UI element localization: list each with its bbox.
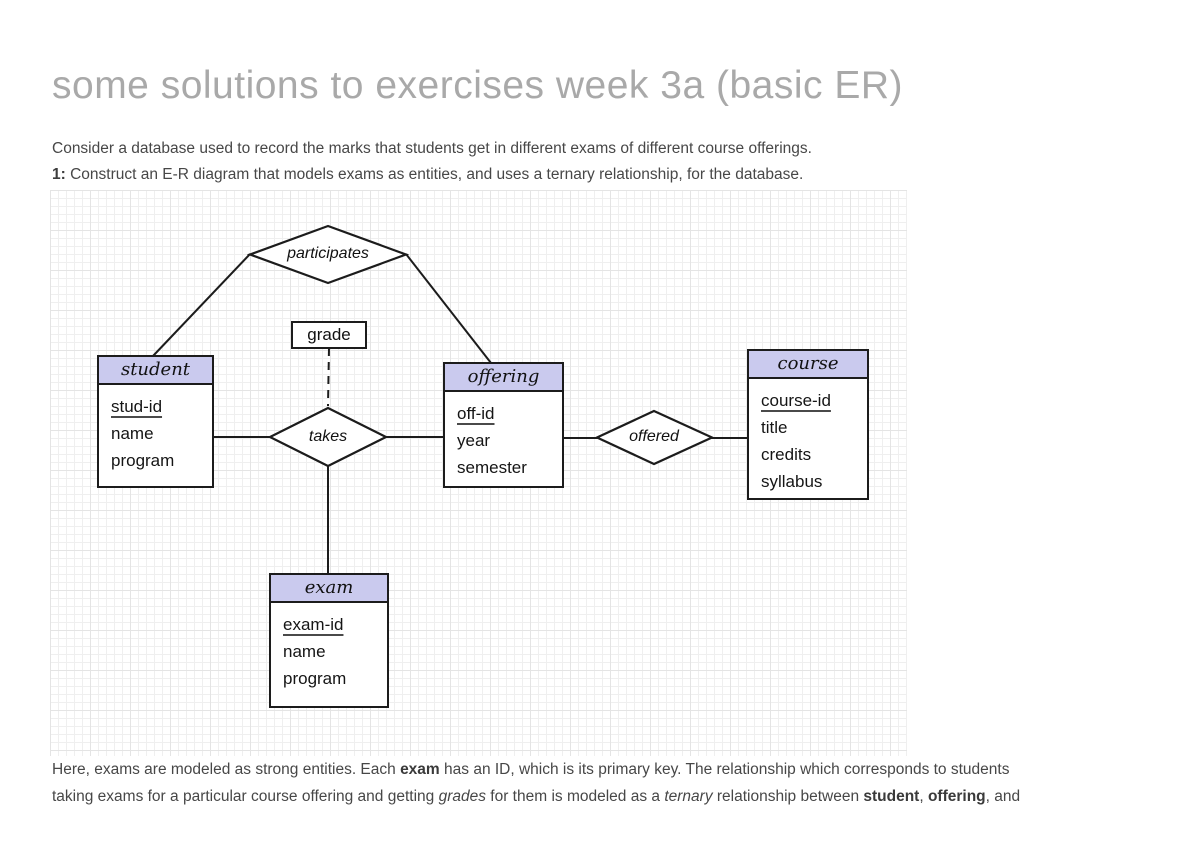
attribute-offering-year: year — [457, 431, 491, 450]
entity-exam-name: exam — [271, 575, 387, 603]
participates-label: participates — [287, 245, 369, 262]
attribute-course-title: title — [761, 418, 788, 437]
entity-student-attributes: stud-id name program — [99, 385, 212, 474]
closing-text: , and — [985, 787, 1021, 805]
line-grade-takes-dashed — [327, 347, 330, 407]
entity-offering-name: offering — [445, 364, 562, 392]
closing-text: for them is modeled as a — [485, 787, 665, 805]
entity-exam-attributes: exam-id name program — [271, 603, 387, 692]
exercise-number: 1: — [52, 166, 66, 183]
closing-paragraph: Here, exams are modeled as strong entiti… — [52, 757, 1162, 810]
takes-label: takes — [308, 428, 348, 445]
page-title: some solutions to exercises week 3a (bas… — [52, 64, 904, 107]
offered-diamond — [594, 409, 715, 466]
attribute-stud-id: stud-id — [111, 397, 163, 416]
er-diagram-canvas: participates takes offered grade student… — [50, 190, 907, 756]
entity-offering: offering off-id year semester — [443, 362, 564, 488]
closing-bold-student: student — [863, 787, 920, 805]
closing-italic-grades: grades — [438, 787, 486, 805]
closing-text: Here, exams are modeled as strong entiti… — [52, 761, 401, 778]
line-participates-offering — [405, 253, 492, 364]
er-diagram-connectors — [152, 224, 748, 574]
entity-student-name: student — [99, 357, 212, 385]
entity-course: course course-id title credits syllabus — [747, 349, 869, 500]
entity-offering-attributes: off-id year semester — [445, 392, 562, 481]
closing-text: has an ID, which is its primary key. The… — [439, 761, 1010, 778]
intro-paragraph: Consider a database used to record the m… — [52, 136, 1162, 188]
closing-bold-exam: exam — [400, 761, 440, 778]
closing-bold-offering: offering — [927, 787, 986, 805]
entity-course-attributes: course-id title credits syllabus — [749, 379, 867, 495]
closing-text: taking exams for a particular course off… — [52, 787, 439, 805]
attribute-student-name: name — [111, 424, 154, 443]
intro-line-1: Consider a database used to record the m… — [52, 140, 812, 157]
attribute-off-id: off-id — [457, 404, 495, 423]
attribute-exam-program: program — [283, 669, 347, 688]
intro-line-2: 1: Construct an E-R diagram that models … — [52, 162, 1162, 188]
closing-text: relationship between — [712, 787, 864, 805]
attribute-exam-name: name — [283, 642, 326, 661]
closing-text: , — [919, 787, 928, 805]
grade-attribute-box: grade — [291, 321, 367, 349]
attribute-course-syllabus: syllabus — [761, 472, 823, 491]
entity-student: student stud-id name program — [97, 355, 214, 488]
closing-italic-ternary: ternary — [664, 787, 713, 805]
attribute-course-credits: credits — [761, 445, 812, 464]
offered-label: offered — [629, 428, 679, 445]
intro-line-2-text: Construct an E-R diagram that models exa… — [65, 166, 804, 183]
takes-diamond — [267, 406, 389, 468]
entity-course-name: course — [749, 351, 867, 379]
attribute-offering-semester: semester — [457, 458, 527, 477]
entity-exam: exam exam-id name program — [269, 573, 389, 708]
line-participates-student — [152, 253, 251, 357]
attribute-exam-id: exam-id — [283, 615, 344, 634]
attribute-student-program: program — [111, 451, 175, 470]
participates-diamond — [246, 224, 410, 285]
attribute-course-id: course-id — [761, 391, 831, 410]
